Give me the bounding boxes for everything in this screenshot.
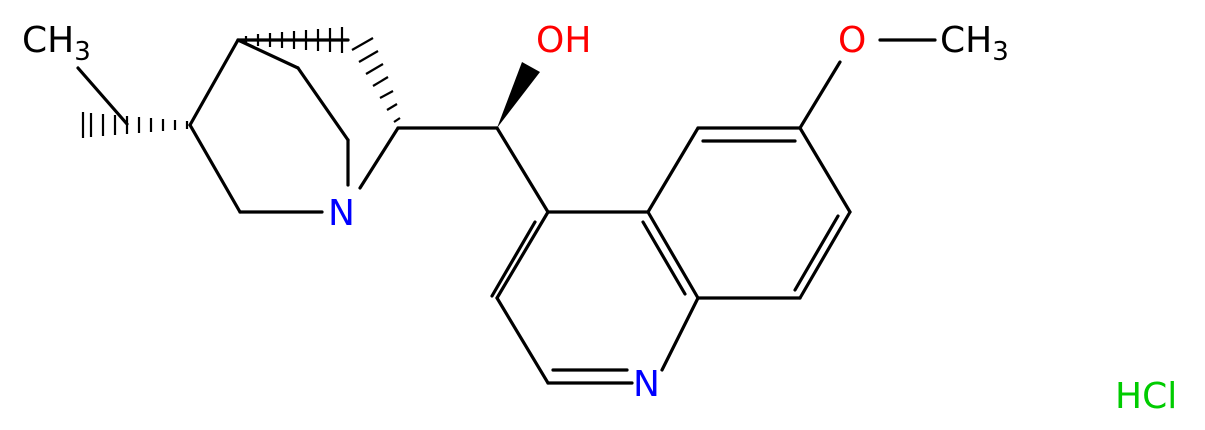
bond [798,210,852,300]
bond [798,60,842,130]
bond [660,296,700,372]
bond [188,123,242,214]
oh-label: OH [536,20,591,61]
quinuclidine-bonds [76,38,499,214]
bond [798,126,852,214]
bond [495,126,550,214]
bond [296,66,350,142]
bond [646,126,700,214]
bond [490,220,537,298]
bond [646,210,700,300]
o-methoxy-label: O [838,20,866,61]
n-quinoline-label: N [633,364,660,405]
hashed-wedge-c2 [351,37,401,123]
bond [236,38,300,70]
bond [495,210,550,300]
bond [793,214,840,292]
quinoline-bonds [490,38,937,385]
bond [358,126,400,190]
ch3-methoxy-label: CH3 [940,20,1009,67]
hashed-wedge-bridge [244,27,344,53]
bond [495,296,550,385]
bond [641,220,687,296]
salt-label-hcl: HCl [1115,376,1177,417]
bold-wedge-oh [497,62,540,128]
bond [76,66,129,126]
ch3-left-label: CH3 [22,20,91,67]
hashed-wedge-ethyl [81,112,189,138]
bond [188,38,240,127]
n-quinuclidine-label: N [328,193,355,234]
